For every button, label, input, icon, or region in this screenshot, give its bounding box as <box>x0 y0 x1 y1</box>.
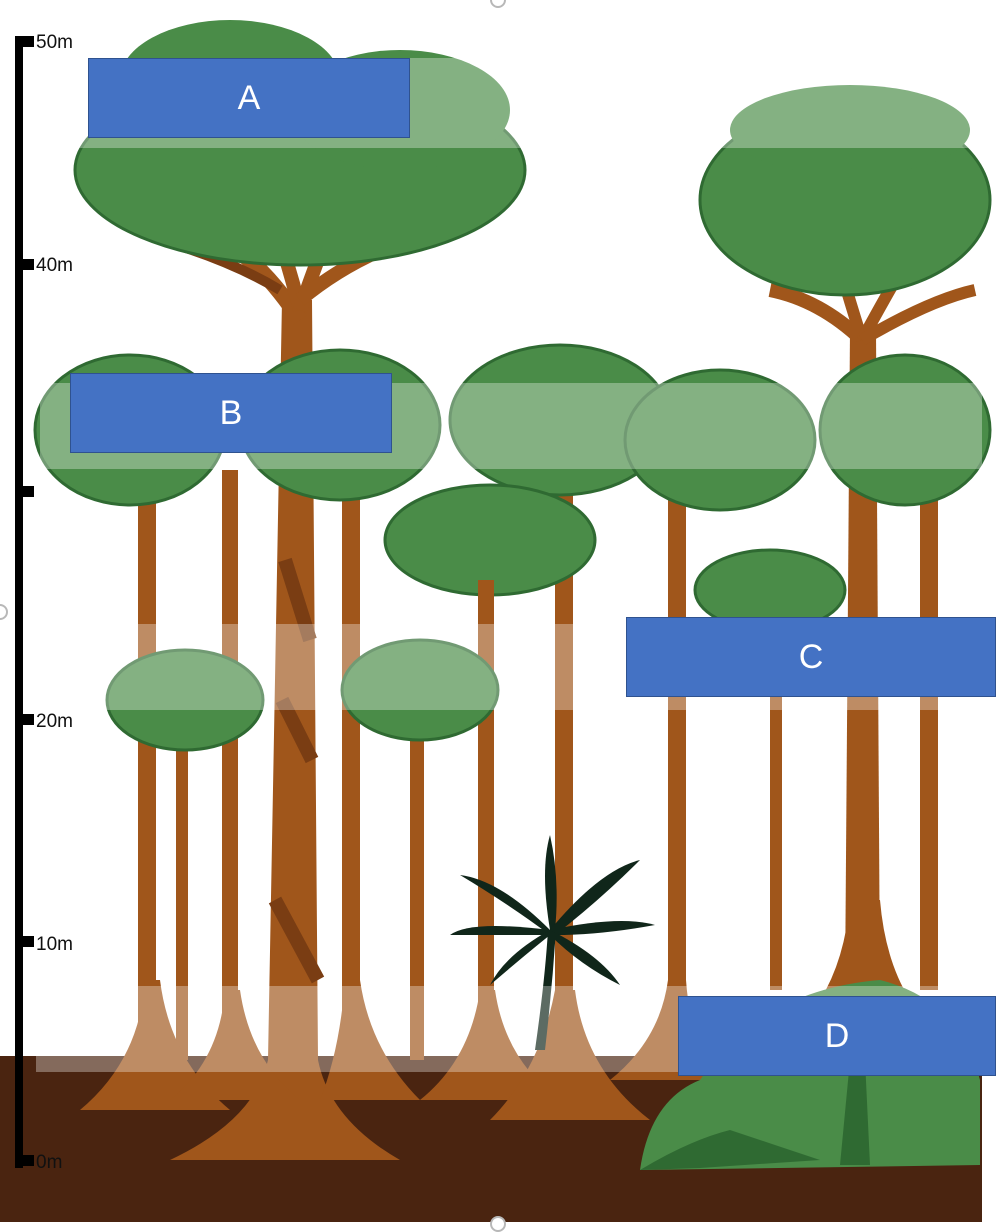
tick-0m <box>23 1155 34 1166</box>
emergent-tree-right <box>698 85 992 990</box>
tick-label-20m: 20m <box>36 711 73 732</box>
tick-50m <box>23 36 34 47</box>
layer-label-d[interactable]: D <box>678 996 996 1076</box>
understory-trees <box>105 548 847 1060</box>
understory-palm <box>450 835 655 1050</box>
scale-bar <box>15 36 23 1168</box>
bottom-resize-handle[interactable] <box>490 1216 506 1232</box>
layer-label-b[interactable]: B <box>70 373 392 453</box>
tick-label-10m: 10m <box>36 934 73 955</box>
tick-label-0m: 0m <box>36 1152 62 1173</box>
layer-label-c[interactable]: C <box>626 617 996 697</box>
tick-10m <box>23 936 34 947</box>
tick-30m <box>23 486 34 497</box>
height-scale: 50m 40m 20m 10m 0m <box>15 32 73 1173</box>
layer-label-a[interactable]: A <box>88 58 410 138</box>
tick-label-40m: 40m <box>36 255 73 276</box>
tick-20m <box>23 714 34 725</box>
tick-label-50m: 50m <box>36 32 73 53</box>
tick-40m <box>23 259 34 270</box>
